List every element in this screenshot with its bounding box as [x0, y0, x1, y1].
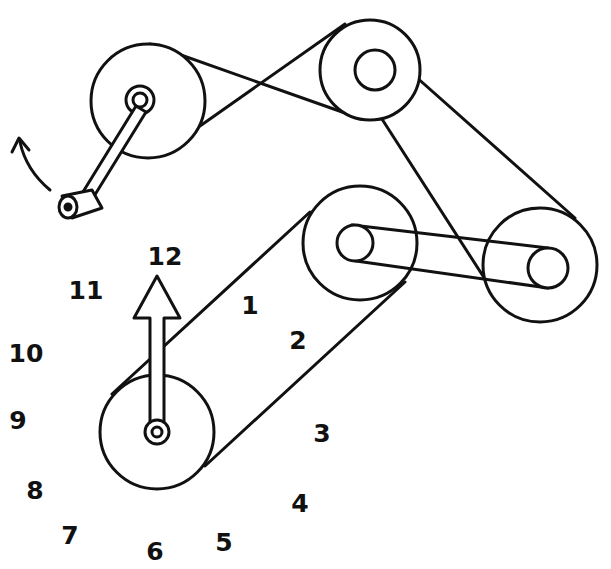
clock-number: 8 — [26, 478, 43, 503]
hub — [145, 420, 169, 444]
clock-number: 1 — [241, 293, 258, 318]
clock-number: 10 — [9, 341, 44, 366]
pulley — [483, 208, 597, 322]
pulley — [320, 20, 420, 120]
clock-number: 4 — [291, 491, 308, 516]
clock-number: 11 — [69, 278, 104, 303]
clock-number: 6 — [146, 539, 163, 564]
hub — [355, 50, 395, 90]
hub — [152, 427, 162, 437]
clock-number: 2 — [289, 328, 306, 353]
clock-number: 3 — [313, 421, 330, 446]
belt — [356, 261, 548, 288]
clock-number: 5 — [215, 530, 232, 555]
belt — [205, 282, 405, 466]
crank-handle — [65, 204, 71, 210]
hub — [528, 248, 568, 288]
pulley — [91, 44, 205, 158]
clock-hand — [134, 276, 180, 425]
clock-number: 12 — [148, 244, 183, 269]
clock-number: 9 — [9, 408, 26, 433]
clock-number: 7 — [61, 523, 78, 548]
rotation-arrow — [12, 138, 29, 152]
rotation-arrow — [20, 142, 50, 190]
hub — [337, 225, 373, 261]
pulley — [303, 186, 417, 300]
crank-handle — [59, 196, 77, 218]
belt — [352, 225, 548, 248]
